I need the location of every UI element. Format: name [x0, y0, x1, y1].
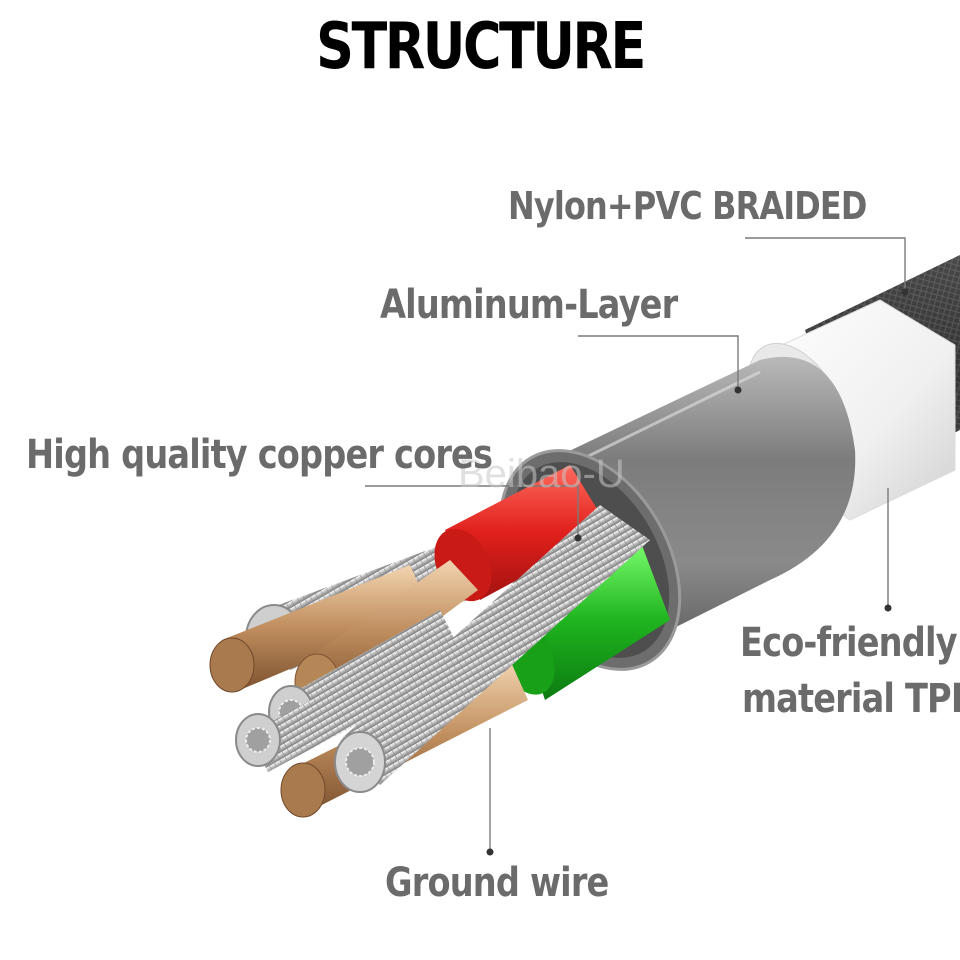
page-title: STRUCTURE	[316, 10, 646, 84]
watermark: Beibao-U	[458, 452, 625, 496]
leader-lines	[365, 237, 909, 856]
label-tpe-line1: Eco-friendly	[740, 620, 958, 666]
silver-wire-lower	[235, 610, 460, 772]
leader-aluminum	[578, 335, 739, 390]
copper-wire-left	[209, 565, 430, 693]
label-ground-wire: Ground wire	[385, 860, 609, 906]
label-nylon-braided: Nylon+PVC BRAIDED	[508, 184, 867, 228]
conductors	[209, 465, 670, 818]
leader-nylon	[745, 237, 906, 292]
label-tpe-line2: material TPE	[742, 676, 960, 722]
label-aluminum-layer: Aluminum-Layer	[380, 282, 678, 328]
leader-copper	[365, 485, 579, 538]
label-copper-cores: High quality copper cores	[26, 432, 493, 478]
ground-wire	[334, 505, 650, 793]
